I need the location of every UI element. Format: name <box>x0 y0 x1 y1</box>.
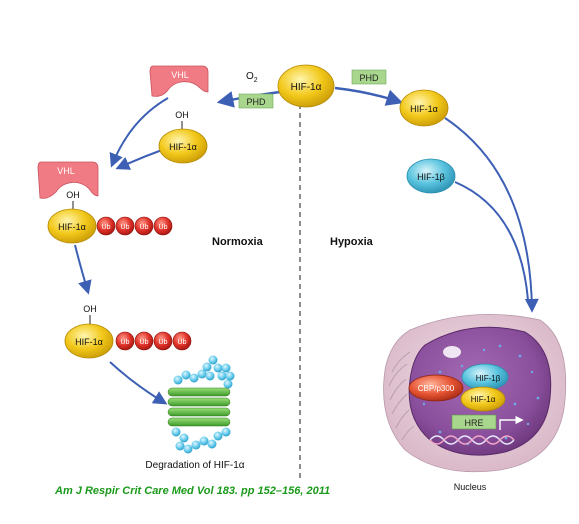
phd-box-hypoxia: PHD <box>351 69 387 85</box>
transcription-arrow <box>499 415 524 430</box>
proteasome-top-beads <box>173 355 235 389</box>
arrow-hydroxylated-hif-to-complex <box>115 149 163 170</box>
vhl-hif-complex: VHL OH HIF-1α <box>37 161 99 244</box>
hif1a-hypoxia-label: HIF-1α <box>410 104 438 114</box>
ubiquitin-chain-1: Ub Ub Ub Ub <box>96 216 173 236</box>
arrow-hif-to-hypoxia <box>334 86 404 106</box>
nucleus-label: Nucleus <box>454 482 487 492</box>
hif1b-nuclear: HIF-1β <box>461 363 509 391</box>
hif1a-complex-label: HIF-1α <box>58 222 86 232</box>
endoplasmic-reticulum <box>388 351 415 441</box>
hif1a-center-label: HIF-1α <box>291 82 322 93</box>
proteasome <box>167 355 235 454</box>
cbp-p300-label: CBP/p300 <box>418 384 455 393</box>
ubiquitin-chain-2: Ub Ub Ub Ub <box>115 331 192 351</box>
hif1a-center-molecule: HIF-1α <box>277 64 335 108</box>
nucleolus <box>443 346 461 358</box>
ub-label: Ub <box>121 224 130 231</box>
o2-text: O <box>246 71 254 82</box>
ub-label: Ub <box>159 224 168 231</box>
dna-helix <box>429 435 515 445</box>
proteasome-bottom-beads <box>171 427 231 454</box>
vhl-protein-top: VHL <box>149 65 209 97</box>
hre-element: HRE <box>451 414 497 430</box>
ub-label: Ub <box>140 224 149 231</box>
ub-label: Ub <box>140 339 149 346</box>
hre-label: HRE <box>464 418 483 428</box>
o2-subscript: 2 <box>254 77 258 84</box>
arrow-hif1a-to-nucleus <box>444 117 539 313</box>
hif1a-hypoxia-molecule: HIF-1α <box>399 89 449 127</box>
arrow-ubiquitination-down <box>74 244 92 295</box>
hif1b-label: HIF-1β <box>417 172 445 182</box>
vhl-label-complex: VHL <box>57 166 75 176</box>
hif1b-nuclear-label: HIF-1β <box>476 374 501 383</box>
hif1a-nuclear-label: HIF-1α <box>471 395 496 404</box>
hif1a-ubiquitinated-label: HIF-1α <box>75 337 103 347</box>
arrow-vhl-to-complex <box>109 97 169 168</box>
citation: Am J Respir Crit Care Med Vol 183. pp 15… <box>55 485 331 497</box>
oh-label-ubiquitinated: OH <box>83 304 97 314</box>
arrow-hif1b-to-nucleus <box>454 181 529 301</box>
degradation-label: Degradation of HIF-1α <box>145 460 244 471</box>
ub-label: Ub <box>121 339 130 346</box>
svg-text:O2: O2 <box>246 71 258 84</box>
ub-label: Ub <box>178 339 187 346</box>
oxygen-label: O2 <box>246 71 258 84</box>
ub-label: Ub <box>159 339 168 346</box>
hif1a-ubiquitinated: OH HIF-1α <box>64 304 114 359</box>
phd-box-normoxia: PHD <box>238 93 274 109</box>
arrow-to-proteasome <box>109 361 168 405</box>
hypoxia-label: Hypoxia <box>330 236 374 248</box>
oh-label-complex: OH <box>66 190 80 200</box>
ub-label: Ub <box>102 224 111 231</box>
hif1a-hydroxylated: OH HIF-1α <box>158 110 208 164</box>
cbp-p300-coactivator: CBP/p300 <box>408 374 464 402</box>
hif1b-molecule: HIF-1β <box>406 158 456 194</box>
phd-label-hypoxia: PHD <box>359 73 379 83</box>
phd-label-normoxia: PHD <box>246 97 266 107</box>
normoxia-label: Normoxia <box>212 236 264 248</box>
hif1a-hydroxylated-label: HIF-1α <box>169 142 197 152</box>
oh-label-top: OH <box>175 110 189 120</box>
hif1a-nuclear: HIF-1α <box>460 386 506 412</box>
vhl-label-top: VHL <box>171 70 189 80</box>
